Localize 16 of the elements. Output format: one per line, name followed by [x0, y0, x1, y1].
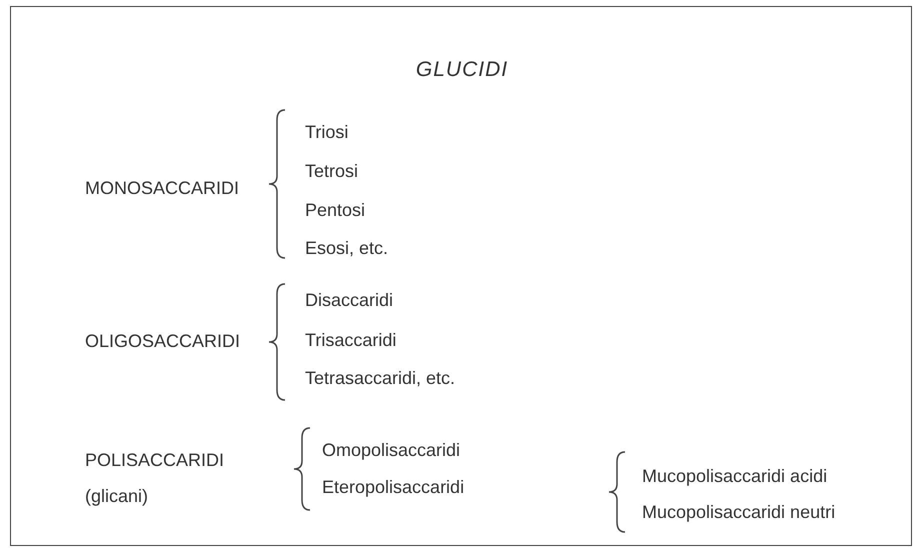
category-label: Disaccaridi: [305, 289, 394, 311]
diagram-title: GLUCIDI: [414, 58, 510, 82]
category-label: Pentosi: [305, 199, 366, 221]
category-label: Mucopolisaccaridi acidi: [642, 465, 828, 487]
category-label: MONOSACCARIDI: [85, 177, 240, 199]
category-label: OLIGOSACCARIDI: [85, 330, 240, 352]
category-label: Tetrasaccaridi, etc.: [305, 367, 456, 389]
category-label: Omopolisaccaridi: [322, 439, 460, 461]
category-label: Mucopolisaccaridi neutri: [642, 501, 836, 523]
category-label: Trisaccaridi: [305, 329, 396, 351]
category-label: Esosi, etc.: [305, 237, 388, 259]
category-label: (glicani): [85, 485, 148, 507]
category-label: Eteropolisaccaridi: [322, 476, 464, 498]
category-label: Triosi: [305, 121, 348, 143]
category-label: POLISACCARIDI: [85, 449, 224, 471]
category-label: Tetrosi: [305, 160, 358, 182]
